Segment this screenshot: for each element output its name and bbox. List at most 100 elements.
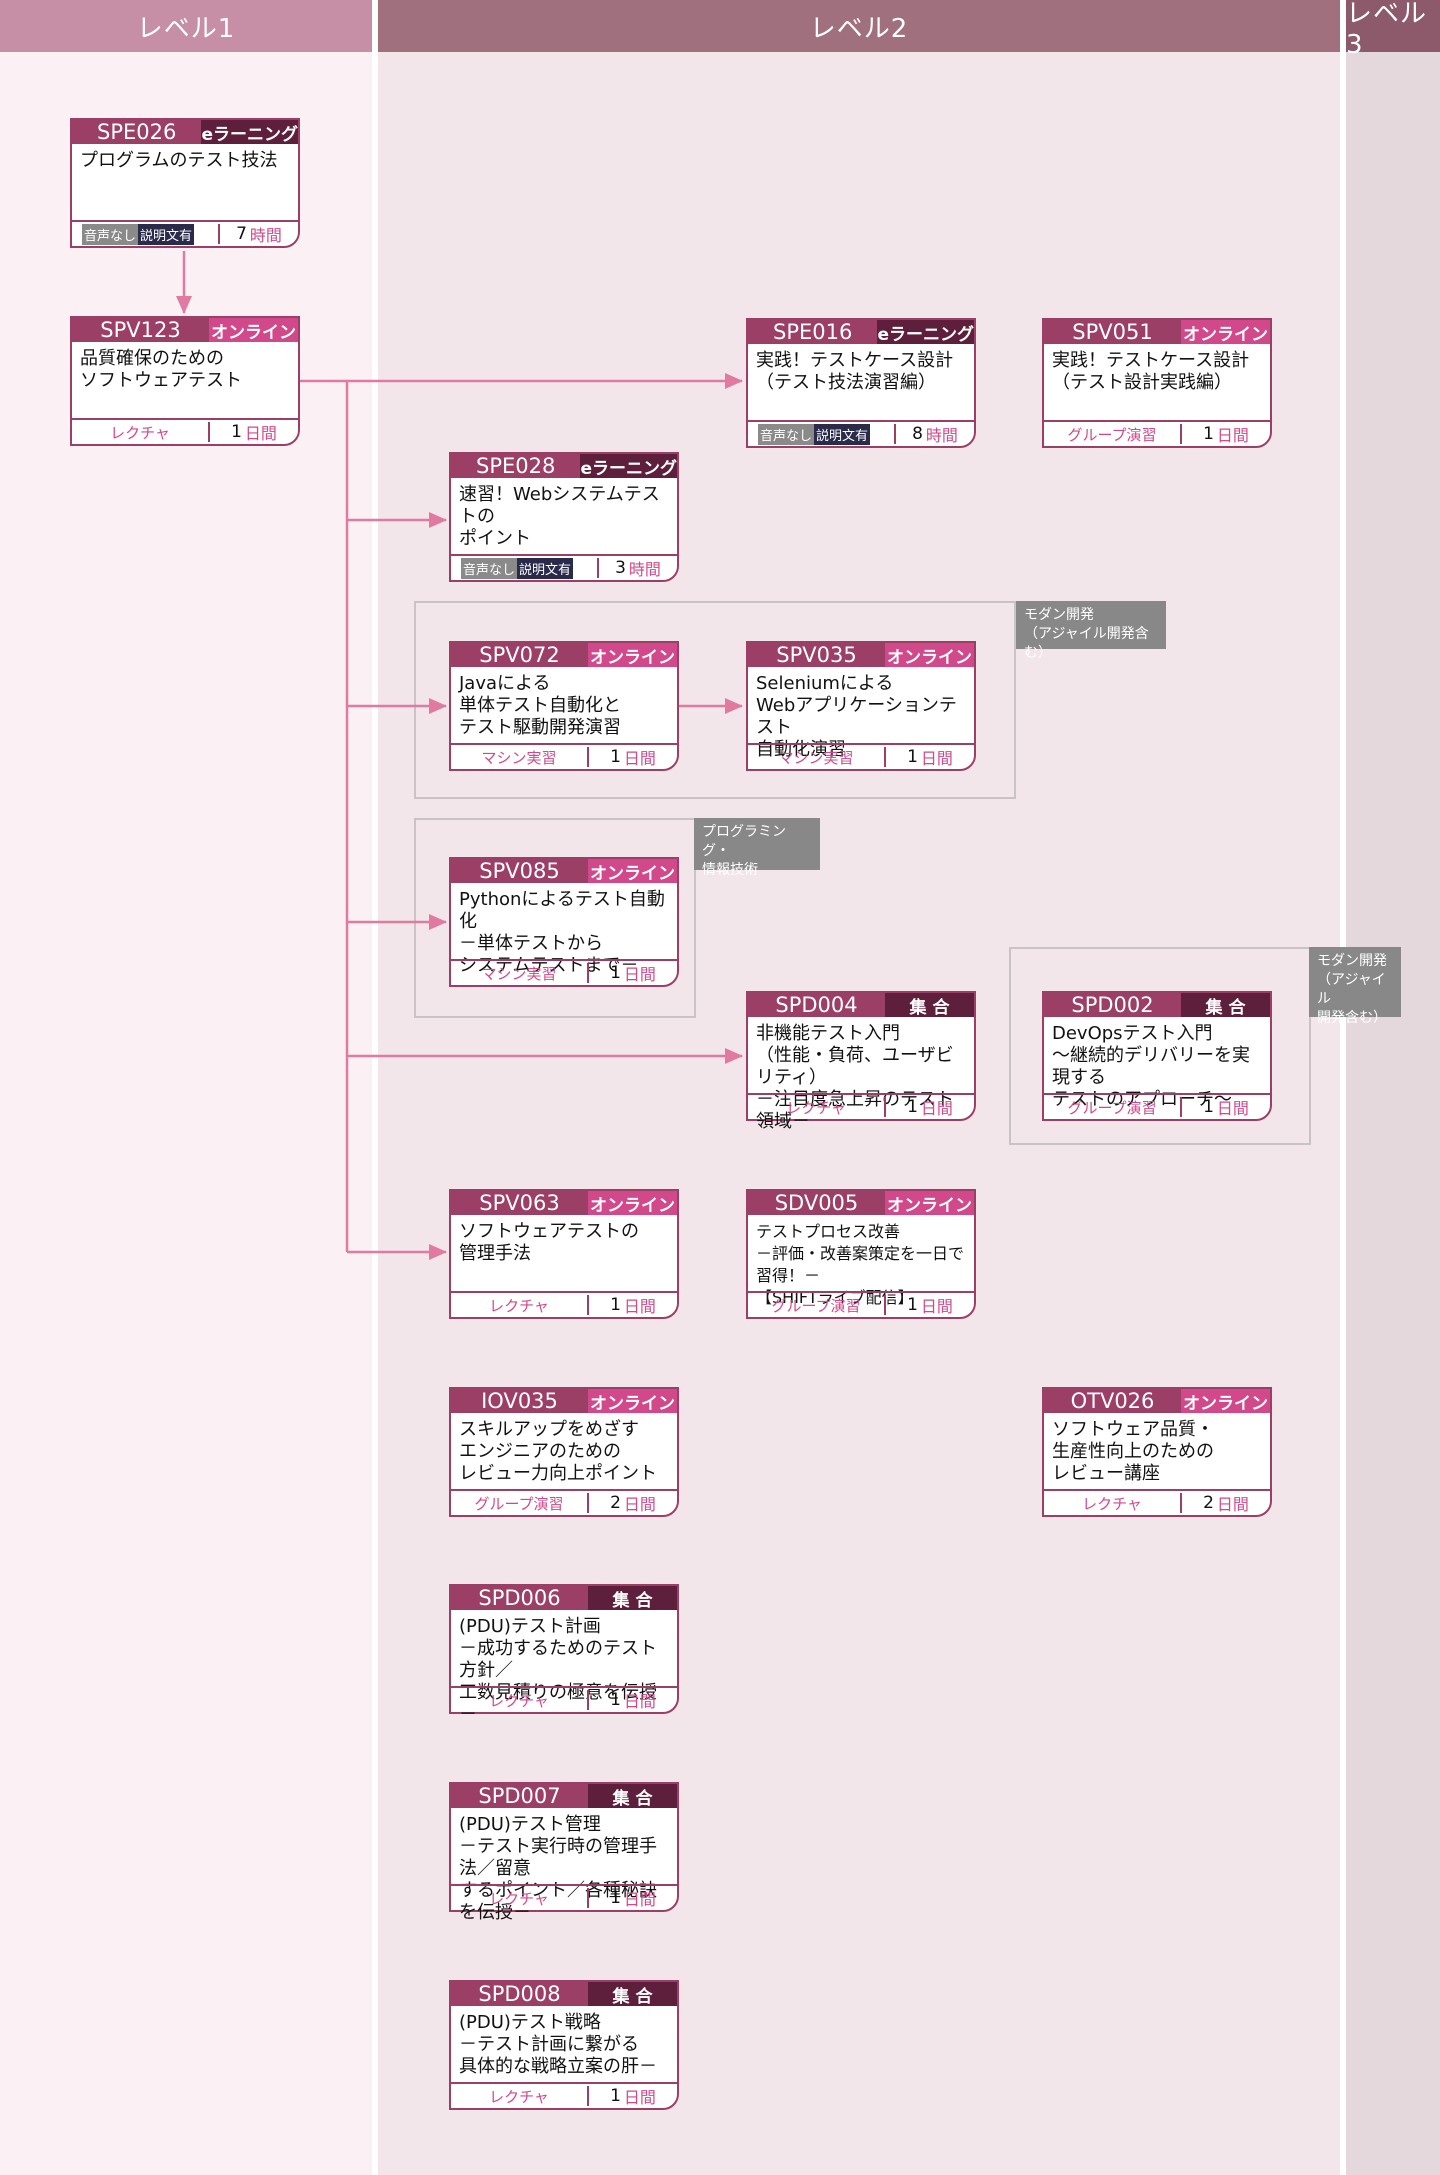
course-duration: 2 日間: [589, 1491, 677, 1515]
duration-unit: 日間: [920, 749, 953, 768]
duration-number: 3: [615, 558, 626, 578]
course-type-badge: オンライン: [1181, 320, 1270, 345]
course-code: SPD007: [451, 1784, 588, 1808]
course-type-badge: オンライン: [588, 1389, 677, 1414]
duration-unit: 日間: [623, 2088, 656, 2107]
group-tag-modern-dev-2: モダン開発 （アジャイル 開発含む）: [1309, 947, 1401, 1026]
badge-explanation: 説明文有: [138, 223, 195, 245]
course-duration: 1 日間: [1182, 422, 1270, 446]
course-card-spe026[interactable]: SPE026 eラーニング プログラムのテスト技法 音声なし説明文有 7 時間: [70, 118, 300, 248]
course-type-badge: eラーニング: [580, 454, 677, 479]
course-code: SPV072: [451, 643, 588, 667]
duration-number: 1: [610, 2086, 621, 2106]
course-card-spv035[interactable]: SPV035 オンライン Seleniumによる Webアプリケーションテスト …: [746, 641, 976, 771]
course-card-spv051[interactable]: SPV051 オンライン 実践！テストケース設計 （テスト設計実践編） グループ…: [1042, 318, 1272, 448]
delivery-style: 音声なし説明文有: [72, 223, 220, 245]
course-type-badge: オンライン: [885, 643, 974, 668]
duration-unit: 時間: [249, 226, 282, 245]
course-title: 品質確保のための ソフトウェアテスト: [80, 348, 242, 391]
course-type-badge: eラーニング: [877, 320, 974, 345]
duration-number: 1: [610, 1295, 621, 1315]
badge-explanation: 説明文有: [814, 423, 871, 445]
badge-no-audio: 音声なし: [82, 223, 139, 245]
course-title: (PDU)テスト戦略 －テスト計画に繋がる 具体的な戦略立案の肝－: [459, 2012, 657, 2077]
delivery-style: グループ演習: [748, 1295, 886, 1315]
delivery-style: レクチャ: [1044, 1493, 1182, 1513]
course-code: SPV051: [1044, 320, 1181, 344]
duration-number: 1: [1203, 1097, 1214, 1117]
course-card-spv123[interactable]: SPV123 オンライン 品質確保のための ソフトウェアテスト レクチャ 1 日…: [70, 316, 300, 446]
duration-unit: 日間: [623, 1692, 656, 1711]
course-title: 実践！テストケース設計 （テスト技法演習編）: [756, 350, 954, 393]
delivery-style: 音声なし説明文有: [451, 557, 599, 579]
duration-number: 8: [912, 424, 923, 444]
course-type-badge: オンライン: [588, 859, 677, 884]
badge-no-audio: 音声なし: [758, 423, 815, 445]
duration-number: 1: [907, 1295, 918, 1315]
course-duration: 1 日間: [589, 2084, 677, 2108]
course-duration: 1 日間: [886, 1095, 974, 1119]
course-duration: 1 日間: [589, 961, 677, 985]
duration-number: 1: [231, 422, 242, 442]
course-card-spv085[interactable]: SPV085 オンライン Pythonによるテスト自動化 －単体テストから シス…: [449, 857, 679, 987]
duration-number: 1: [610, 963, 621, 983]
course-duration: 1 日間: [886, 745, 974, 769]
course-duration: 7 時間: [220, 222, 298, 246]
duration-number: 1: [1203, 424, 1214, 444]
course-duration: 2 日間: [1182, 1491, 1270, 1515]
course-card-spe028[interactable]: SPE028 eラーニング 速習！Webシステムテストの ポイント 音声なし説明…: [449, 452, 679, 582]
course-code: SPE016: [748, 320, 878, 344]
course-card-iov035[interactable]: IOV035 オンライン スキルアップをめざす エンジニアのための レビュー力向…: [449, 1387, 679, 1517]
course-type-badge: eラーニング: [201, 120, 298, 145]
duration-unit: 日間: [623, 749, 656, 768]
course-card-spd007[interactable]: SPD007 集 合 (PDU)テスト管理 －テスト実行時の管理手法／留意 する…: [449, 1782, 679, 1923]
course-title: ソフトウェアテストの 管理手法: [459, 1221, 639, 1264]
duration-unit: 日間: [623, 965, 656, 984]
duration-unit: 日間: [920, 1297, 953, 1316]
course-card-spv063[interactable]: SPV063 オンライン ソフトウェアテストの 管理手法 レクチャ 1 日間: [449, 1189, 679, 1319]
group-tag-modern-dev-1: モダン開発 （アジャイル開発含む）: [1016, 601, 1166, 661]
course-type-badge: オンライン: [588, 1191, 677, 1216]
course-type-badge: 集 合: [588, 1982, 677, 2007]
delivery-style: 音声なし説明文有: [748, 423, 896, 445]
level3-column: [1346, 0, 1440, 2175]
duration-unit: 日間: [1216, 426, 1249, 445]
delivery-style: レクチャ: [748, 1097, 886, 1117]
course-card-otv026[interactable]: OTV026 オンライン ソフトウェア品質・ 生産性向上のための レビュー講座 …: [1042, 1387, 1272, 1517]
course-card-spv072[interactable]: SPV072 オンライン Javaによる 単体テスト自動化と テスト駆動開発演習…: [449, 641, 679, 771]
course-card-spd006[interactable]: SPD006 集 合 (PDU)テスト計画 －成功するためのテスト方針／ 工数見…: [449, 1584, 679, 1725]
course-type-badge: 集 合: [885, 993, 974, 1018]
group-box-programming: [414, 818, 696, 1018]
duration-number: 1: [610, 747, 621, 767]
course-card-spd002[interactable]: SPD002 集 合 DevOpsテスト入門 ～継続的デリバリーを実現する テス…: [1042, 991, 1272, 1121]
duration-number: 1: [907, 1097, 918, 1117]
course-duration: 1 日間: [210, 420, 298, 444]
badge-explanation: 説明文有: [517, 557, 574, 579]
course-duration: 1 日間: [589, 745, 677, 769]
course-card-spd004[interactable]: SPD004 集 合 非機能テスト入門 （性能・負荷、ユーザビリティ） －注目度…: [746, 991, 976, 1132]
course-type-badge: オンライン: [1181, 1389, 1270, 1414]
delivery-style: レクチャ: [72, 422, 210, 442]
duration-unit: 日間: [623, 1890, 656, 1909]
delivery-style: グループ演習: [1044, 424, 1182, 444]
course-card-spd008[interactable]: SPD008 集 合 (PDU)テスト戦略 －テスト計画に繋がる 具体的な戦略立…: [449, 1980, 679, 2110]
course-code: SPV063: [451, 1191, 588, 1215]
duration-unit: 時間: [628, 560, 661, 579]
delivery-style: マシン実習: [451, 747, 589, 767]
duration-number: 1: [610, 1888, 621, 1908]
delivery-style: グループ演習: [1044, 1097, 1182, 1117]
course-duration: 1 日間: [589, 1293, 677, 1317]
course-code: SPD002: [1044, 993, 1181, 1017]
course-duration: 1 日間: [886, 1293, 974, 1317]
course-card-spe016[interactable]: SPE016 eラーニング 実践！テストケース設計 （テスト技法演習編） 音声な…: [746, 318, 976, 448]
course-code: SPE026: [72, 120, 202, 144]
level3-header: レベル3: [1346, 0, 1440, 60]
course-duration: 3 時間: [599, 556, 677, 580]
course-title: 実践！テストケース設計 （テスト設計実践編）: [1052, 350, 1250, 393]
delivery-style: マシン実習: [748, 747, 886, 767]
course-card-sdv005[interactable]: SDV005 オンライン テストプロセス改善 －評価・改善案策定を一日で習得！－…: [746, 1189, 976, 1319]
course-duration: 1 日間: [589, 1688, 677, 1712]
delivery-style: レクチャ: [451, 1888, 589, 1908]
duration-number: 7: [236, 224, 247, 244]
